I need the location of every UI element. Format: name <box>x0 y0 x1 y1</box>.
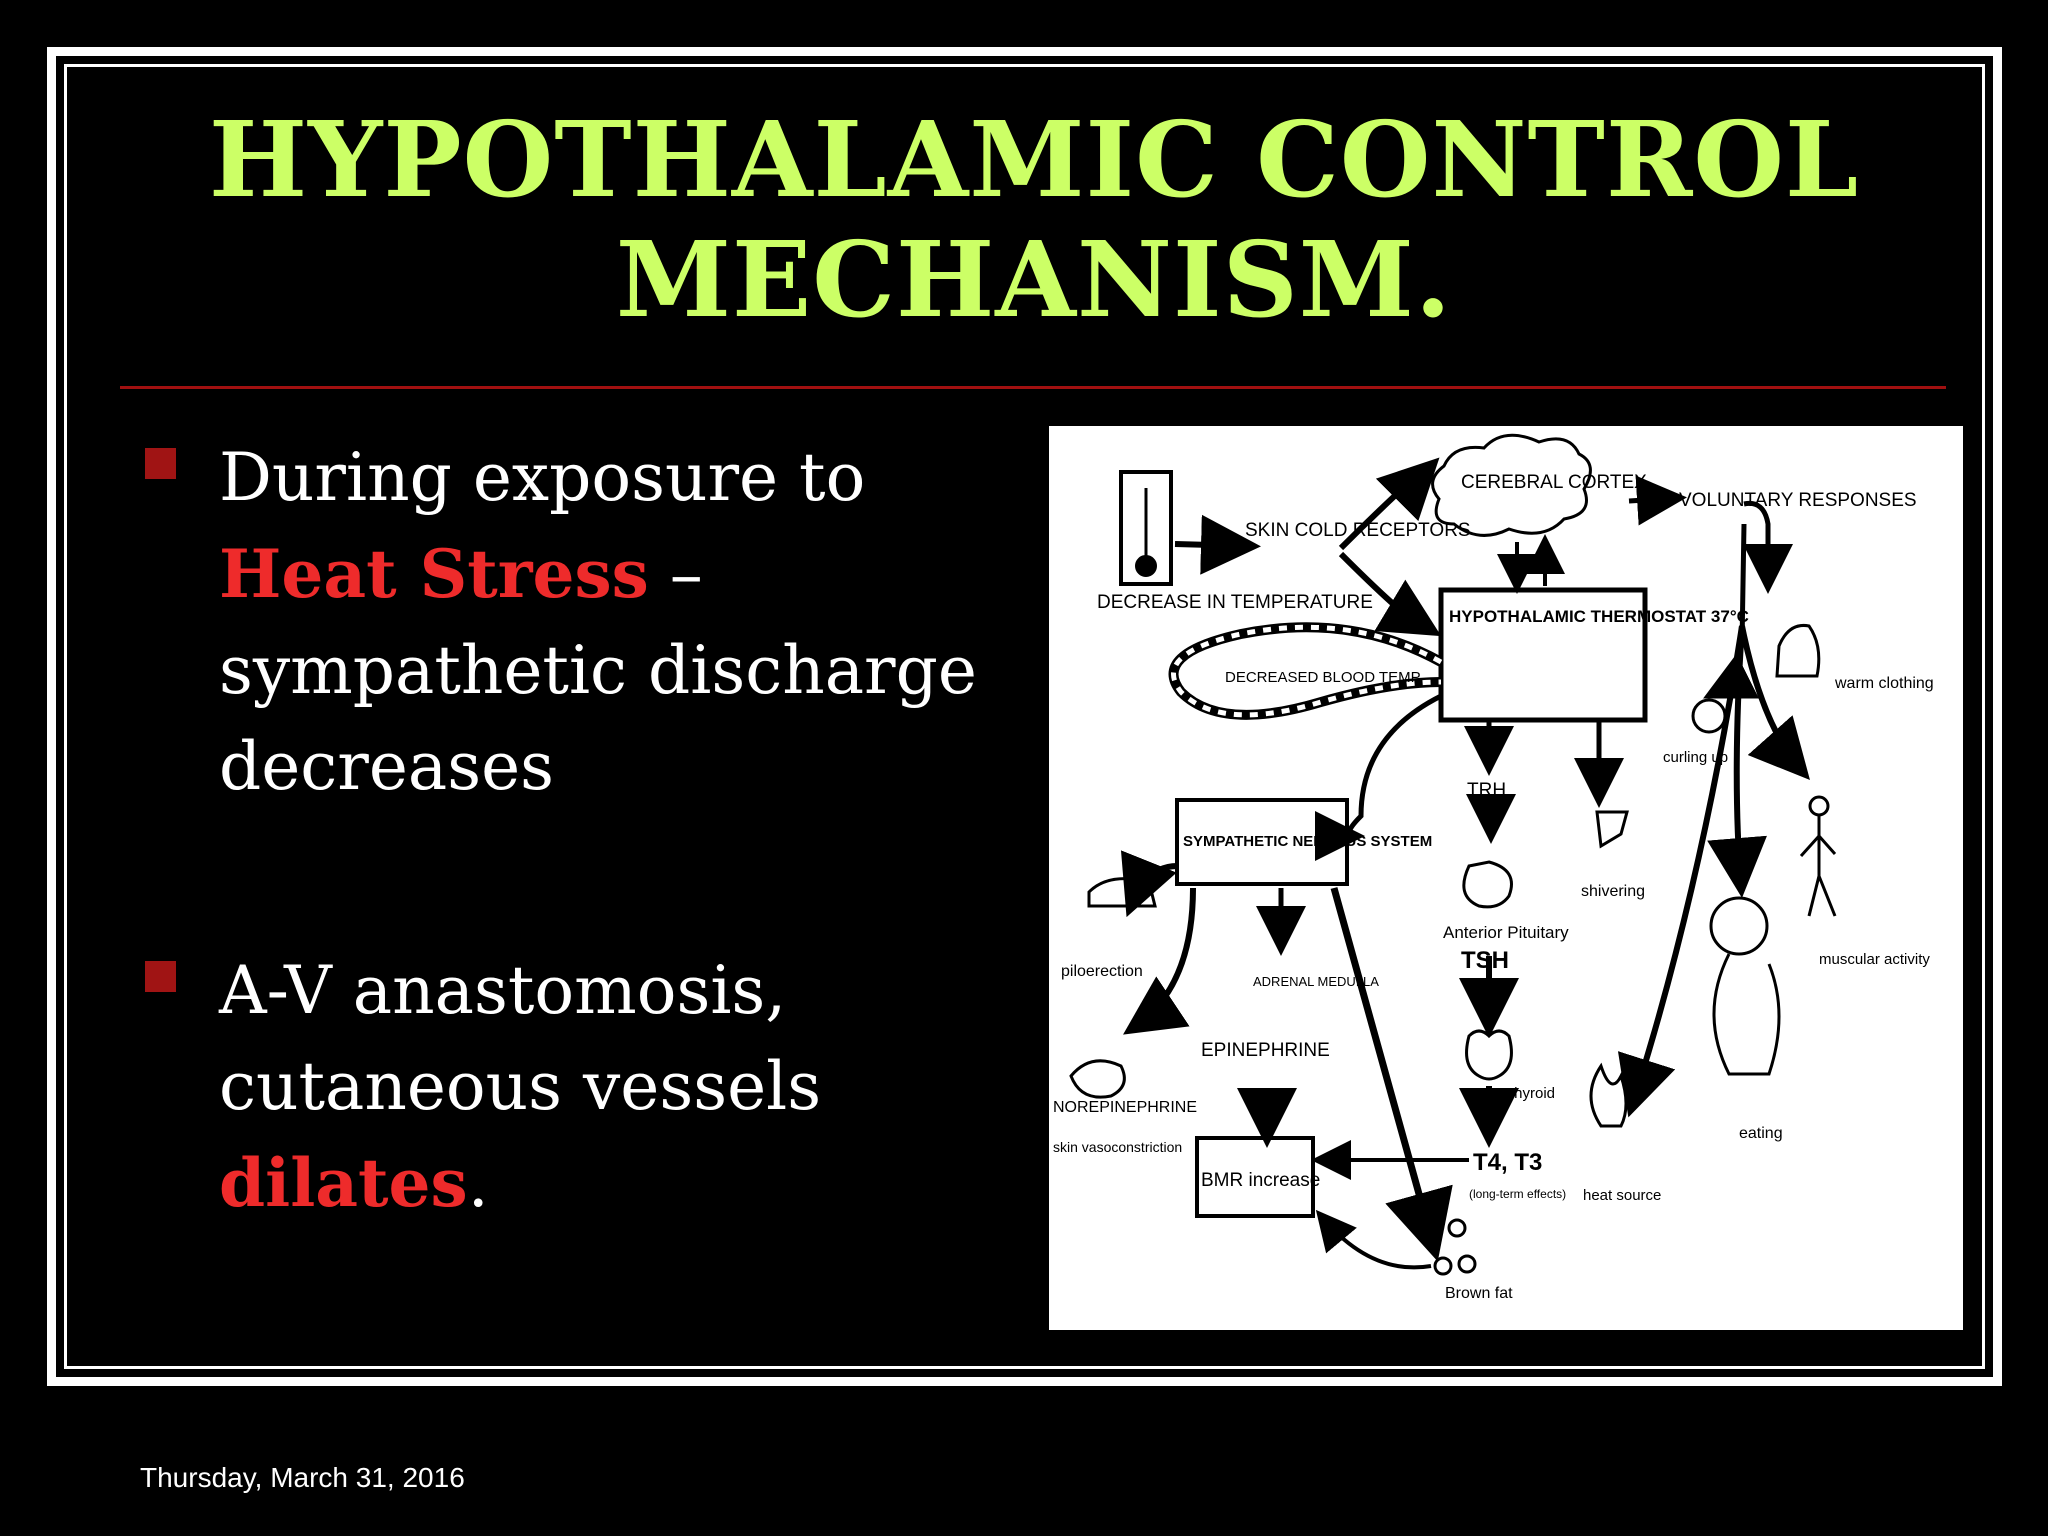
bullet-marker-icon <box>145 961 176 992</box>
pituitary-icon <box>1462 860 1513 909</box>
bullet-marker-icon <box>145 448 176 479</box>
hypothalamic-thermostat-box <box>1438 587 1648 723</box>
warm-clothing-icon <box>1775 623 1821 678</box>
label-skin-vasoconstriction: skin vasoconstriction <box>1053 1139 1182 1155</box>
bullet-item-heat-stress: During exposure to Heat Stress – sympath… <box>145 430 1025 815</box>
label-tsh: TSH <box>1461 947 1509 974</box>
label-heat-source: heat source <box>1583 1187 1661 1204</box>
title-divider <box>120 386 1946 389</box>
slide-title: HYPOTHALAMIC CONTROL MECHANISM. <box>120 100 1948 340</box>
label-sympathetic-nervous-system: SYMPATHETIC NERVOUS SYSTEM <box>1183 833 1432 850</box>
label-curling-up: curling up <box>1663 749 1728 766</box>
label-voluntary-responses: VOLUNTARY RESPONSES <box>1679 490 1917 511</box>
sympathetic-nervous-system-box <box>1175 798 1349 886</box>
bullet-text: During exposure to <box>219 439 866 516</box>
label-shivering: shivering <box>1581 883 1645 900</box>
eating-icon <box>1709 896 1769 956</box>
shivering-icon <box>1595 810 1629 849</box>
bullet-list: During exposure to Heat Stress – sympath… <box>145 430 1025 1232</box>
label-adrenal-medulla: ADRENAL MEDULLA <box>1253 974 1379 989</box>
footer-date: Thursday, March 31, 2016 <box>140 1462 465 1493</box>
diagram-svg: CEREBRAL CORTEX VOLUNTARY RESPONSES SKIN… <box>1053 433 1934 1302</box>
skin-vasoconstriction-icon <box>1069 1059 1126 1099</box>
label-muscular-activity: muscular activity <box>1819 951 1930 968</box>
label-long-term-effects: (long-term effects) <box>1469 1187 1566 1201</box>
piloerection-icon <box>1087 877 1157 908</box>
bullet-text: . <box>467 1145 489 1222</box>
thermometer-icon <box>1119 470 1173 586</box>
label-anterior-pituitary: Anterior Pituitary <box>1443 923 1569 942</box>
label-hypothalamic-thermostat: HYPOTHALAMIC THERMOSTAT 37°C <box>1449 607 1749 626</box>
slide-inner-frame <box>64 64 1985 1369</box>
muscular-activity-icon <box>1799 816 1837 917</box>
label-eating: eating <box>1739 1125 1783 1142</box>
curling-up-icon <box>1691 698 1727 734</box>
label-piloerection: piloerection <box>1061 963 1143 980</box>
slide-title-line-1: HYPOTHALAMIC CONTROL <box>208 98 1860 221</box>
slide-outer-frame <box>47 47 2002 1386</box>
label-norepinephrine: NOREPINEPHRINE <box>1053 1099 1197 1116</box>
label-epinephrine: EPINEPHRINE <box>1201 1040 1330 1061</box>
bullet-highlight: dilates <box>219 1144 468 1222</box>
bullet-highlight: Heat Stress <box>219 535 649 613</box>
thermoregulation-diagram: CEREBRAL CORTEX VOLUNTARY RESPONSES SKIN… <box>1049 426 1963 1330</box>
heat-source-icon <box>1589 1062 1628 1128</box>
label-cerebral-cortex: CEREBRAL CORTEX <box>1461 472 1647 493</box>
slide-title-line-2: MECHANISM. <box>615 218 1453 341</box>
bullet-text: – sympathetic discharge decreases <box>219 536 977 805</box>
label-thyroid: Thyroid <box>1505 1085 1555 1102</box>
label-trh: TRH <box>1467 780 1506 801</box>
label-decrease-temperature: DECREASE IN TEMPERATURE <box>1097 592 1373 613</box>
thyroid-icon <box>1465 1029 1513 1081</box>
diagram-labels: CEREBRAL CORTEX VOLUNTARY RESPONSES SKIN… <box>1053 472 1934 1302</box>
label-warm-clothing: warm clothing <box>1834 675 1934 692</box>
label-bmr-increase: BMR increase <box>1201 1170 1320 1191</box>
label-decreased-blood-temp: DECREASED BLOOD TEMP <box>1225 669 1421 686</box>
bullet-item-av-anastomosis: A-V anastomosis, cutaneous vessels dilat… <box>145 943 1025 1232</box>
label-skin-cold-receptors: SKIN COLD RECEPTORS <box>1245 520 1471 541</box>
label-brown-fat: Brown fat <box>1445 1285 1513 1302</box>
label-t4-t3: T4, T3 <box>1473 1149 1542 1176</box>
bullet-text: A-V anastomosis, cutaneous vessels <box>219 952 822 1125</box>
